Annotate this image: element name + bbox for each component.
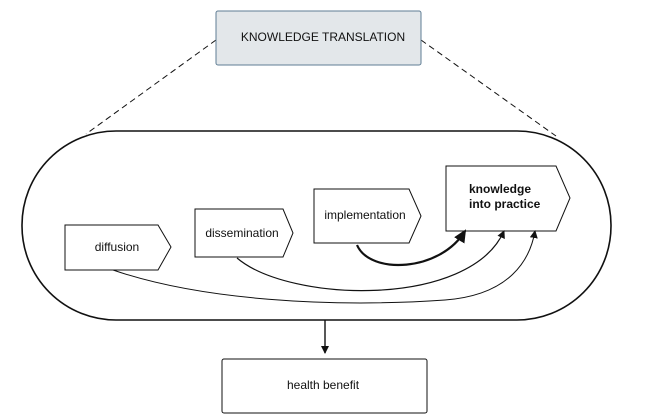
arrow-implementation-to-practice <box>355 229 467 267</box>
stage-diffusion-label: diffusion <box>95 240 139 254</box>
arrow-dissemination-to-practice <box>236 230 505 292</box>
title-box <box>215 10 422 66</box>
health-benefit-box <box>221 358 428 414</box>
stage-knowledge-into-practice-label-line1: knowledge <box>469 182 531 196</box>
stage-diffusion-shape <box>64 224 172 271</box>
stage-implementation-shape <box>313 188 422 244</box>
stage-implementation-label: implementation <box>324 208 405 222</box>
stage-dissemination-label: dissemination <box>205 226 278 240</box>
arrow-diffusion-to-practice <box>112 230 538 304</box>
stage-knowledge-into-practice-shape <box>445 165 571 232</box>
stage-knowledge-into-practice-label-line2: into practice <box>469 197 541 211</box>
title-text: KNOWLEDGE TRANSLATION <box>241 30 405 44</box>
stage-dissemination-shape <box>194 208 294 258</box>
dashed-connector-right <box>420 39 557 137</box>
dashed-connector-left <box>85 39 217 135</box>
health-benefit-label: health benefit <box>287 378 360 392</box>
